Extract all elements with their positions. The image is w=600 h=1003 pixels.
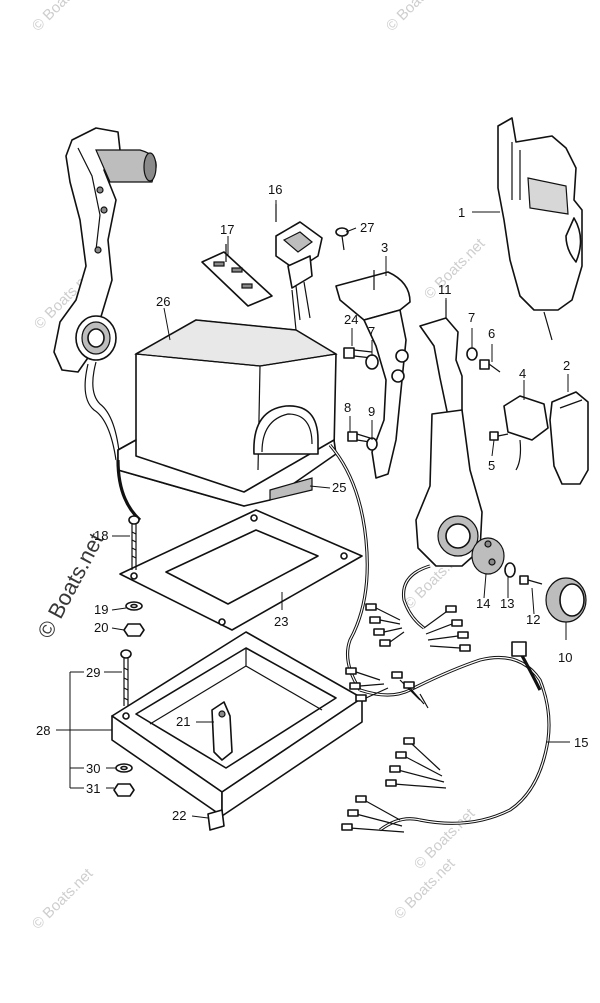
part-4-switch <box>503 395 549 471</box>
watermark-lower-left: © Boats.net <box>29 865 97 933</box>
callout-23: 23 <box>274 614 288 629</box>
part-31-nut <box>113 783 135 797</box>
part-21-bracket <box>211 701 233 761</box>
callout-5: 5 <box>488 458 495 473</box>
callouts: 1 2 3 4 5 6 7 7 8 9 10 11 12 13 14 15 16… <box>36 182 588 823</box>
callout-4: 4 <box>519 366 526 381</box>
callout-21: 21 <box>176 714 190 729</box>
harness-connectors <box>341 603 471 833</box>
callout-16: 16 <box>268 182 282 197</box>
part-18-screw <box>128 515 140 570</box>
callout-2: 2 <box>563 358 570 373</box>
callout-19: 19 <box>94 602 108 617</box>
part-13-washer <box>504 562 516 578</box>
callout-20: 20 <box>94 620 108 635</box>
callout-29: 29 <box>86 665 100 680</box>
part-7-washer <box>466 347 478 361</box>
part-14-plate <box>471 537 505 575</box>
watermark-top-center: © Boats.net <box>383 0 451 35</box>
callout-15: 15 <box>574 735 588 750</box>
part-11-bracket <box>419 300 463 417</box>
callout-3: 3 <box>381 240 388 255</box>
callout-25: 25 <box>332 480 346 495</box>
part-28-base <box>111 631 363 817</box>
callout-26: 26 <box>156 294 170 309</box>
watermark-top-left: © Boats.net <box>29 0 97 35</box>
part-2-grip <box>549 391 589 485</box>
callout-10: 10 <box>558 650 572 665</box>
callout-11: 11 <box>438 282 452 297</box>
watermark-upper-right: © Boats.net <box>421 235 489 303</box>
callout-6: 6 <box>488 326 495 341</box>
part-8-bolt <box>347 431 378 451</box>
callout-8: 8 <box>344 400 351 415</box>
callout-28: 28 <box>36 723 50 738</box>
callout-12: 12 <box>526 612 540 627</box>
callout-14: 14 <box>476 596 490 611</box>
callout-30: 30 <box>86 761 100 776</box>
part-1-lever <box>497 117 583 341</box>
callout-1: 1 <box>458 205 465 220</box>
part-5-screw <box>489 431 509 441</box>
part-12-screw <box>519 575 543 585</box>
left-control-lever <box>53 127 157 461</box>
callout-24: 24 <box>344 312 358 327</box>
part-19-washer <box>125 601 143 611</box>
part-26-cover <box>116 319 369 691</box>
part-20-nut <box>123 623 145 637</box>
callout-17: 17 <box>220 222 234 237</box>
leader-lines <box>56 200 570 819</box>
part-15-harness <box>341 603 551 833</box>
part-17-plate <box>201 244 273 307</box>
callout-7-right: 7 <box>468 310 475 325</box>
part-3-bracket <box>335 270 411 479</box>
part-30-washer <box>115 763 133 773</box>
callout-22: 22 <box>172 808 186 823</box>
callout-27: 27 <box>360 220 374 235</box>
part-27-screw <box>335 227 349 251</box>
callout-18: 18 <box>94 528 108 543</box>
part-16-switch <box>275 204 323 331</box>
part-22-clip <box>207 809 225 831</box>
part-23-gasket <box>119 509 363 631</box>
part-10-cap <box>545 577 587 623</box>
part-6-bolt <box>479 359 501 373</box>
part-29-screw <box>120 649 132 706</box>
callout-31: 31 <box>86 781 100 796</box>
part-24-bolt <box>343 347 379 370</box>
right-lever-arm <box>401 409 483 630</box>
callout-13: 13 <box>500 596 514 611</box>
callout-7-middle: 7 <box>368 324 375 339</box>
callout-9: 9 <box>368 404 375 419</box>
